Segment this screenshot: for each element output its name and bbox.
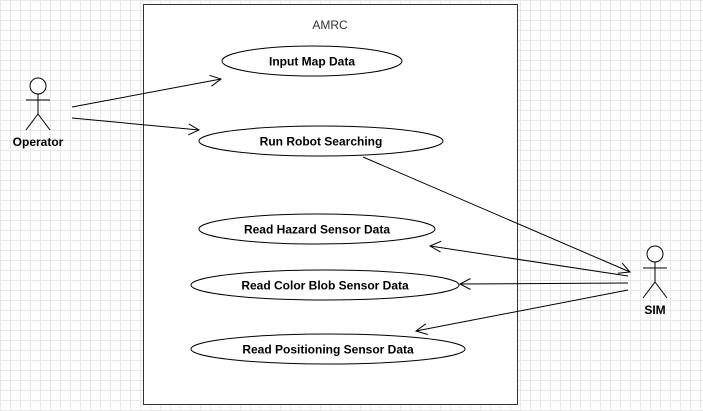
use-case-label: Read Positioning Sensor Data [242, 343, 414, 357]
arrowhead-icon [209, 74, 223, 87]
stick-figure-icon [25, 77, 51, 131]
use-case-label: Read Color Blob Sensor Data [241, 279, 409, 293]
use-case-label: Run Robot Searching [260, 135, 383, 149]
use-case-label: Read Hazard Sensor Data [244, 223, 390, 237]
arrowhead-icon [187, 123, 201, 136]
use-case-input-map-data[interactable]: Input Map Data [221, 45, 403, 77]
use-case-read-positioning-sensor-data[interactable]: Read Positioning Sensor Data [190, 333, 466, 365]
use-case-ellipse [190, 333, 466, 365]
actor-label: SIM [644, 303, 665, 317]
use-case-ellipse [190, 269, 460, 301]
association-operator-input-map[interactable] [71, 74, 223, 108]
actor-operator[interactable]: Operator [13, 77, 64, 149]
association-run-robot-sim[interactable] [362, 156, 632, 274]
use-case-read-color-blob-sensor-data[interactable]: Read Color Blob Sensor Data [190, 269, 460, 301]
association-sim-color-blob[interactable] [458, 278, 629, 290]
arrowhead-icon [617, 262, 632, 274]
use-case-read-hazard-sensor-data[interactable]: Read Hazard Sensor Data [198, 213, 436, 245]
use-case-label: Input Map Data [269, 55, 355, 69]
arrowhead-icon [414, 323, 428, 335]
arrowhead-icon [458, 278, 471, 290]
use-case-run-robot-searching[interactable]: Run Robot Searching [198, 125, 444, 157]
use-case-ellipse [198, 125, 444, 157]
actor-sim[interactable]: SIM [642, 245, 668, 317]
stick-figure-icon [642, 245, 668, 299]
association-sim-hazard[interactable] [428, 240, 629, 277]
arrowhead-icon [428, 240, 442, 253]
use-case-ellipse [221, 45, 403, 77]
use-case-ellipse [198, 213, 436, 245]
association-operator-run-robot[interactable] [71, 117, 201, 136]
association-sim-positioning[interactable] [414, 289, 629, 335]
system-name: AMRC [312, 18, 348, 32]
actor-label: Operator [13, 135, 64, 149]
